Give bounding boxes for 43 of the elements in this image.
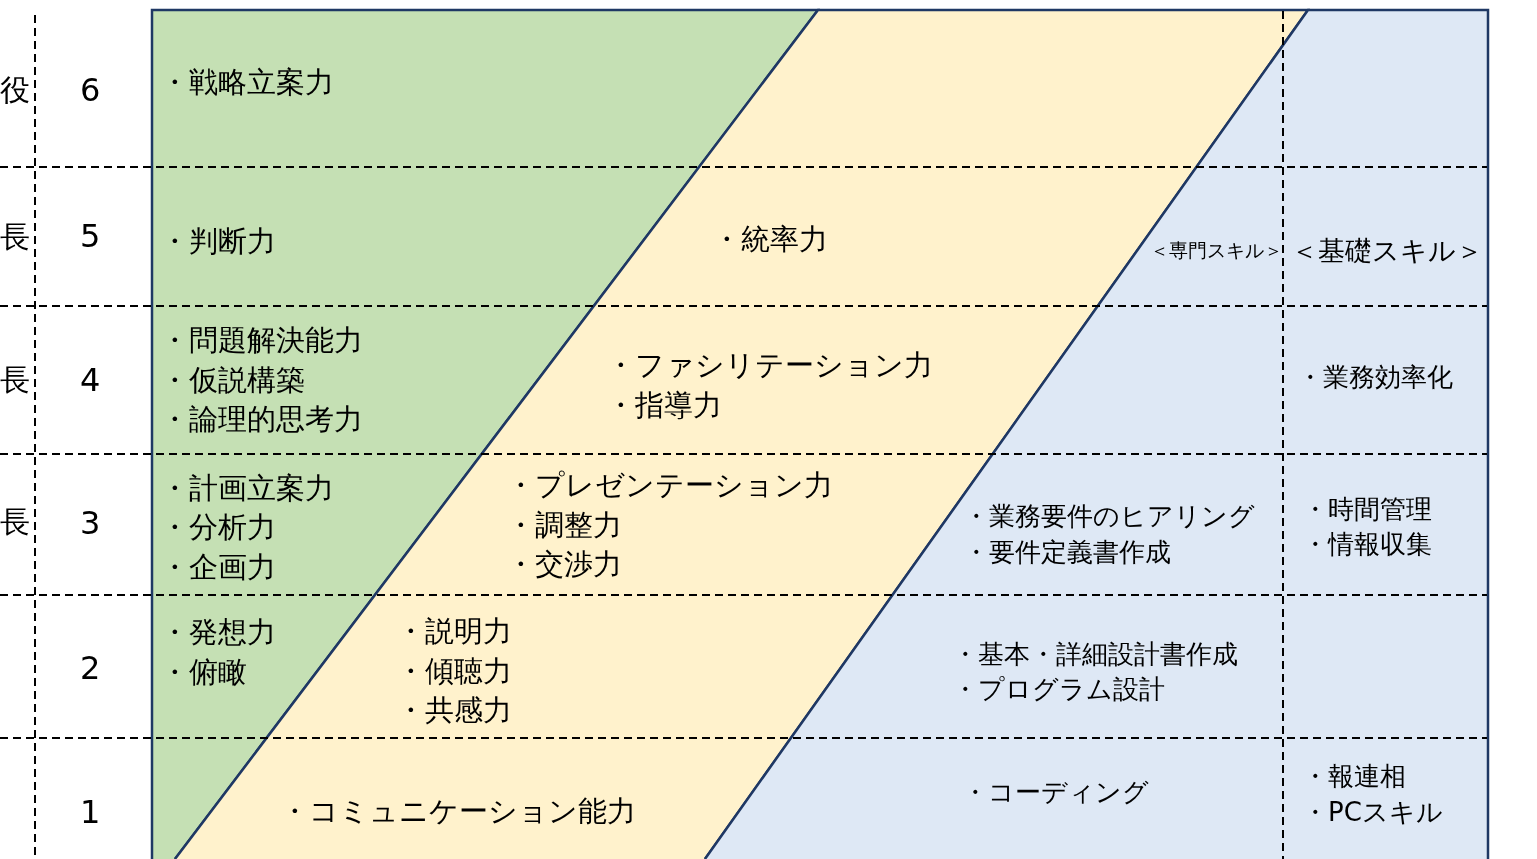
skill-band (173, 8, 1310, 859)
skill-item: ・論理的思考力 (160, 401, 363, 437)
skill-item: ・判断力 (160, 223, 276, 259)
skill-item: ・業務要件のヒアリング (963, 501, 1255, 533)
level-number: 2 (80, 648, 101, 688)
skill-item: ・業務効率化 (1297, 362, 1453, 394)
skill-item: ・共感力 (396, 692, 512, 728)
level-number: 3 (80, 503, 101, 543)
skill-item: ・戦略立案力 (160, 64, 334, 100)
role-label: 長 (0, 362, 30, 398)
level-number: 6 (80, 70, 101, 110)
skill-item: ・仮説構築 (160, 362, 305, 398)
skill-item: ・説明力 (396, 613, 512, 649)
skill-item: ・時間管理 (1302, 494, 1432, 526)
skill-item: ・調整力 (506, 507, 622, 543)
skill-item: ・ファシリテーション力 (606, 347, 933, 383)
skill-item: ・プログラム設計 (952, 674, 1165, 706)
skill-item: ・PCスキル (1302, 797, 1443, 829)
level-number: 1 (80, 792, 101, 832)
skill-item: ・プレゼンテーション力 (506, 467, 833, 503)
skill-item: ・統率力 (712, 221, 828, 257)
skill-item: ・要件定義書作成 (963, 537, 1171, 569)
skill-item: ・交渉力 (506, 546, 622, 582)
skill-item: ・コミュニケーション能力 (280, 793, 636, 829)
skill-item: ・報連相 (1302, 761, 1406, 793)
skill-item: ・計画立案力 (160, 470, 334, 506)
skill-item: ・企画力 (160, 549, 276, 585)
column-heading: ＜専門スキル＞ (1150, 239, 1283, 263)
skill-item: ・分析力 (160, 509, 276, 545)
role-label: 長 (0, 504, 30, 540)
level-number: 5 (80, 216, 101, 256)
skill-item: ・指導力 (606, 387, 722, 423)
skill-item: ・発想力 (160, 614, 276, 650)
role-label: 長 (0, 219, 30, 255)
skill-item: ・情報収集 (1302, 529, 1432, 561)
skill-item: ・傾聴力 (396, 653, 512, 689)
skill-item: ・問題解決能力 (160, 322, 363, 358)
skill-item: ・俯瞰 (160, 654, 247, 690)
column-heading: ＜基礎スキル＞ (1291, 234, 1483, 268)
role-label: 役 (0, 72, 30, 108)
level-number: 4 (80, 360, 101, 400)
skill-item: ・コーディング (962, 777, 1149, 809)
skill-item: ・基本・詳細設計書作成 (952, 639, 1238, 671)
